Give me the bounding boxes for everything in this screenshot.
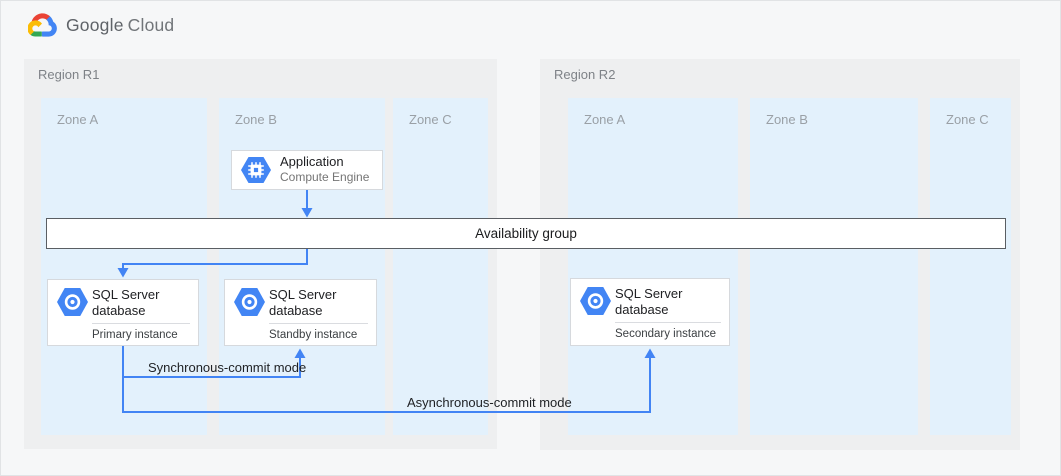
zone-r2-c-label: Zone C [946, 112, 989, 127]
region-r2: Region R2 Zone A Zone B Zone C [540, 59, 1020, 450]
zone-r1-c: Zone C [393, 98, 488, 435]
logo-text-cloud: Cloud [127, 14, 175, 35]
region-r1-label: Region R1 [38, 67, 100, 82]
async-commit-label: Asynchronous-commit mode [407, 395, 572, 410]
card-sql-standby: SQL Server database Standby instance [224, 279, 377, 346]
sql-secondary-title: SQL Server database [615, 286, 683, 317]
zone-r1-b-label: Zone B [235, 112, 277, 127]
sql-server-database-icon [225, 280, 267, 345]
sql-primary-title: SQL Server database [92, 287, 160, 318]
card-divider [269, 322, 368, 324]
zone-r2-c: Zone C [930, 98, 1011, 435]
availability-group-label: Availability group [475, 226, 577, 241]
sync-commit-label: Synchronous-commit mode [148, 360, 307, 375]
zone-r2-a: Zone A [568, 98, 738, 435]
availability-group-bar: Availability group [46, 218, 1006, 249]
zone-r1-a: Zone A [41, 98, 207, 435]
compute-engine-icon [232, 157, 280, 183]
zone-r2-a-label: Zone A [584, 112, 626, 127]
sql-standby-subtitle: Standby instance [269, 328, 358, 341]
zone-r1-c-label: Zone C [409, 112, 452, 127]
card-application: Application Compute Engine [231, 150, 383, 190]
region-r2-label: Region R2 [554, 67, 616, 82]
google-cloud-icon [28, 13, 57, 37]
application-subtitle: Compute Engine [280, 170, 370, 185]
card-divider [92, 322, 190, 324]
sql-server-database-icon [48, 280, 90, 345]
sql-primary-subtitle: Primary instance [92, 328, 178, 341]
sql-standby-title: SQL Server database [269, 287, 337, 318]
sql-secondary-subtitle: Secondary instance [615, 327, 717, 340]
card-sql-primary: SQL Server database Primary instance [47, 279, 199, 346]
zone-r2-b: Zone B [750, 98, 918, 435]
zone-r2-b-label: Zone B [766, 112, 808, 127]
sql-server-database-icon [571, 279, 613, 345]
zone-r1-b: Zone B [219, 98, 385, 435]
region-r1: Region R1 Zone A Zone B Zone C [24, 59, 497, 449]
zone-r1-a-label: Zone A [57, 112, 99, 127]
card-divider [615, 321, 721, 323]
card-sql-secondary: SQL Server database Secondary instance [570, 278, 730, 346]
logo-text-google: Google [66, 14, 124, 35]
application-title: Application [280, 154, 344, 170]
